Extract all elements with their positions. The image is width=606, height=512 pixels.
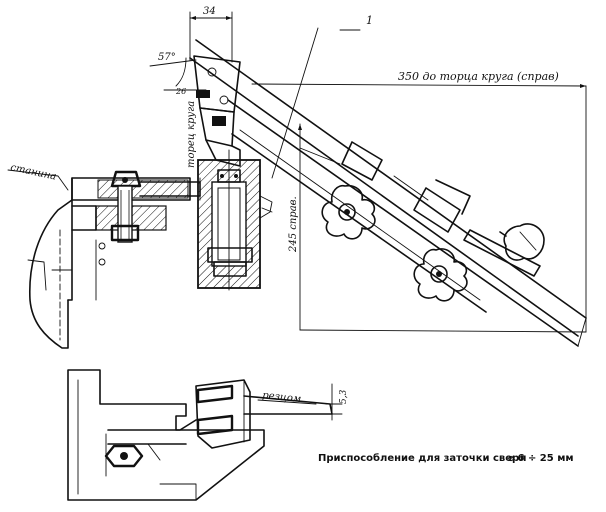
callout-texts-top: 34 57° 26 1 350 до торца круга (справ) 2… xyxy=(9,6,558,253)
diagonal-rail xyxy=(189,39,587,347)
lower-bed-frame xyxy=(67,369,265,501)
wheel-face-label: торец круга xyxy=(186,101,197,168)
star-knob-left xyxy=(321,184,376,240)
dimension-lines-top xyxy=(149,11,587,333)
lower-clamp-block xyxy=(195,379,251,449)
caption-range: ⌀ 6 ÷ 25 мм xyxy=(508,453,574,464)
wheel-end-label: 350 до торца круга (справ) xyxy=(398,70,559,83)
gap-small-label: 5,3 xyxy=(339,389,349,404)
offset-small-label: 26 xyxy=(175,87,186,96)
rear-handle-knob xyxy=(499,223,545,261)
caption-title: Приспособление для заточки сверл xyxy=(318,452,527,464)
rail-carriage xyxy=(341,141,541,277)
tilted-bracket xyxy=(193,55,241,167)
central-block xyxy=(197,149,273,291)
lower-arm xyxy=(107,419,197,461)
machine-bed-label: станина xyxy=(9,162,57,182)
height-right-label: 245 справ. xyxy=(288,196,299,253)
lower-nut xyxy=(104,433,144,477)
width-top-label: 34 xyxy=(203,6,216,17)
drawing-caption: Приспособление для заточки сверл ⌀ 6 ÷ 2… xyxy=(318,452,574,464)
angle-label: 57° xyxy=(158,52,176,63)
machine-bed-top xyxy=(27,177,106,349)
star-knob-right xyxy=(413,248,468,302)
clamp-bolt xyxy=(110,170,142,243)
cutter-label: резцом xyxy=(262,390,302,405)
cutter-bar: резцом 5,3 xyxy=(243,383,349,421)
part-number-label: 1 xyxy=(366,14,373,27)
